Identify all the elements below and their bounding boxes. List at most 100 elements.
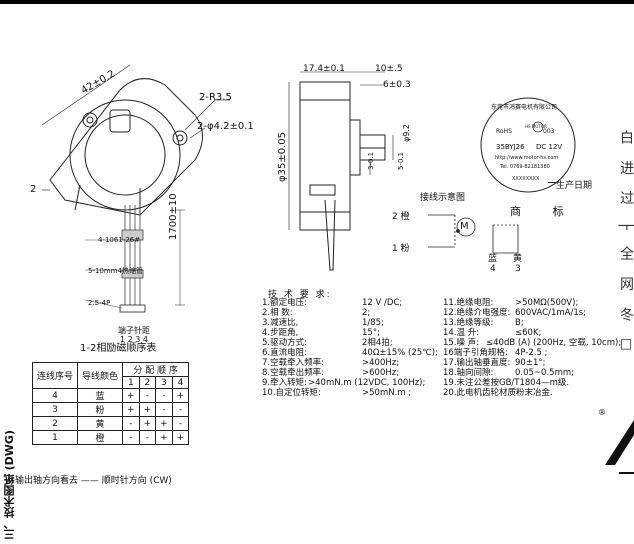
wiring-motor: M bbox=[460, 221, 469, 232]
req-left-1-val: 12 V /DC; bbox=[362, 298, 403, 308]
col-dist: 分 配 顺 序 bbox=[122, 362, 190, 377]
row-seq: 1 bbox=[31, 430, 79, 445]
row-val: - bbox=[122, 430, 140, 445]
req-left-4-val: 15°; bbox=[362, 328, 380, 338]
disc-voltage: DC 12V bbox=[536, 143, 563, 151]
dim-10: 10±.5 bbox=[375, 64, 403, 74]
motor-flange-outline bbox=[49, 78, 203, 216]
phase-table-title: 1-2相励磁顺序表 bbox=[80, 343, 157, 354]
header-rule bbox=[0, 0, 634, 4]
dim-174: 17.4±0.1 bbox=[303, 64, 345, 74]
brand-logo bbox=[605, 420, 634, 474]
row-val: - bbox=[155, 388, 173, 403]
req-right-15: 15.噪 声: bbox=[443, 338, 480, 348]
wiring-w1: 1 粉 bbox=[392, 244, 410, 254]
step-4: 4 bbox=[171, 376, 190, 389]
req-right-11: 11.绝缘电阻: bbox=[443, 298, 494, 308]
dim-6: 6±0.3 bbox=[383, 80, 411, 90]
disc-tel: Tel. 0769-82181380 bbox=[500, 164, 550, 170]
req-right-16: 16端子引角规格: bbox=[443, 348, 508, 358]
req-left-10-val: >50mN.m ; bbox=[362, 388, 412, 398]
row-val: + bbox=[155, 430, 173, 445]
dim-5: 5-0.1 bbox=[397, 151, 405, 170]
req-right-15-val: ≤40dB (A) (200Hz, 空载, 10cm); bbox=[486, 338, 622, 348]
req-left-8-val: >600Hz; bbox=[362, 368, 400, 378]
row-seq: 4 bbox=[31, 388, 79, 403]
right-edge-text: 白 进 过 ├ 全 网 冬 ☐ bbox=[618, 130, 634, 360]
wire-spec-1: 4-1061-26# bbox=[98, 236, 141, 244]
req-right-13: 13.绝缘等级: bbox=[443, 318, 494, 328]
label-disc bbox=[480, 97, 576, 193]
disc-brand: HS MOTOR bbox=[525, 124, 547, 129]
wiring-blue: 蓝 bbox=[488, 254, 498, 264]
req-right-14: 14.温 升: bbox=[443, 328, 480, 338]
row-val: - bbox=[171, 416, 190, 431]
req-left-5: 5.驱动方式: bbox=[262, 338, 307, 348]
step-1: 1 bbox=[122, 376, 140, 389]
disc-url: http://www.motor-hs.com bbox=[495, 155, 559, 161]
row-seq: 3 bbox=[31, 402, 79, 417]
wiring-n3: 3 bbox=[515, 264, 521, 274]
wire-spec-3: 2.5-4P bbox=[88, 299, 111, 307]
dim-3: 3-0.1 bbox=[367, 151, 375, 170]
row-val: + bbox=[122, 402, 140, 417]
col-color: 导线颜色 bbox=[77, 362, 124, 389]
disc-trademark: 商 标 bbox=[510, 205, 578, 218]
wiring-n4: 4 bbox=[490, 264, 496, 274]
dim-2: 2 bbox=[30, 184, 37, 195]
col-seq: 连线序号 bbox=[31, 362, 79, 389]
row-val: + bbox=[122, 388, 140, 403]
connector-pins: 1 2 3 4 bbox=[120, 335, 148, 344]
req-left-9: 9.牵入转矩: bbox=[262, 378, 307, 388]
disc-rohs: RoHS bbox=[496, 128, 512, 135]
row-val: - bbox=[138, 388, 157, 403]
req-right-20: 20.此电机齿轮材质粉末冶金. bbox=[443, 388, 553, 398]
row-val: + bbox=[171, 388, 190, 403]
req-left-9-val: >40mN.m (12VDC, 100Hz); bbox=[308, 378, 426, 388]
disc-model: 35BYJ26 bbox=[496, 143, 525, 151]
req-right-14-val: ≤60K; bbox=[515, 328, 542, 338]
req-left-6: 6.直流电阻: bbox=[262, 348, 307, 358]
step-3: 3 bbox=[155, 376, 173, 389]
row-color: 橙 bbox=[77, 430, 124, 445]
dim-phi35: φ35±0.05 bbox=[277, 132, 288, 182]
wiring-w2: 2 橙 bbox=[392, 212, 410, 222]
row-seq: 2 bbox=[31, 416, 79, 431]
req-right-13-val: B; bbox=[515, 318, 524, 328]
row-val: + bbox=[138, 402, 157, 417]
dim-r35: 2-R3.5 bbox=[199, 92, 232, 103]
req-left-5-val: 2相4拍; bbox=[362, 338, 393, 348]
phase-table: 连线序号 导线颜色 分 配 顺 序 1 2 3 4 4 蓝 + - - + 3 … bbox=[31, 362, 190, 445]
row-val: + bbox=[155, 416, 173, 431]
row-color: 粉 bbox=[77, 402, 124, 417]
rotation-note: 从输出轴方向看去 —— 顺时针方向 (CW) bbox=[6, 476, 172, 486]
wire-bundle bbox=[84, 205, 185, 313]
req-left-3: 3.减速比, bbox=[262, 318, 299, 328]
req-right-17-val: 90±1°; bbox=[515, 358, 546, 368]
table-row: 3 粉 + + - - bbox=[31, 402, 190, 417]
disc-company: 东莞市鸿赛电机有限公司 bbox=[491, 104, 558, 111]
req-right-19: 19.未注公差按GB/T1804—m级. bbox=[443, 378, 570, 388]
disc-num: 003 bbox=[543, 128, 555, 135]
wiring-diagram bbox=[428, 214, 519, 254]
req-right-18-val: 0.05~0.5mm; bbox=[515, 368, 574, 378]
row-color: 黄 bbox=[77, 416, 124, 431]
req-right-12-val: 600VAC/1mA/1s; bbox=[515, 308, 587, 318]
req-left-10: 10.自定位转矩: bbox=[262, 388, 321, 398]
table-row: 1 橙 - - + + bbox=[31, 430, 190, 445]
req-left-1: 1.额定电压: bbox=[262, 298, 307, 308]
dim-1700: 1700±10 bbox=[168, 193, 179, 240]
connector-label: 端子针距 bbox=[118, 326, 150, 335]
dim-hole: 2-φ4.2±0.1 bbox=[197, 121, 254, 132]
wiring-title: 接线示意图 bbox=[420, 193, 466, 203]
row-val: - bbox=[138, 430, 157, 445]
row-val: - bbox=[171, 402, 190, 417]
req-left-4: 4.步距角, bbox=[262, 328, 299, 338]
table-row: 4 蓝 + - - + bbox=[31, 388, 190, 403]
row-val: + bbox=[138, 416, 157, 431]
req-left-8: 8.空载牵出频率: bbox=[262, 368, 324, 378]
row-color: 蓝 bbox=[77, 388, 124, 403]
prod-date-leader bbox=[548, 182, 556, 183]
side-view-drawing bbox=[288, 71, 394, 271]
disc-prod-date: 生产日期 bbox=[556, 181, 593, 191]
